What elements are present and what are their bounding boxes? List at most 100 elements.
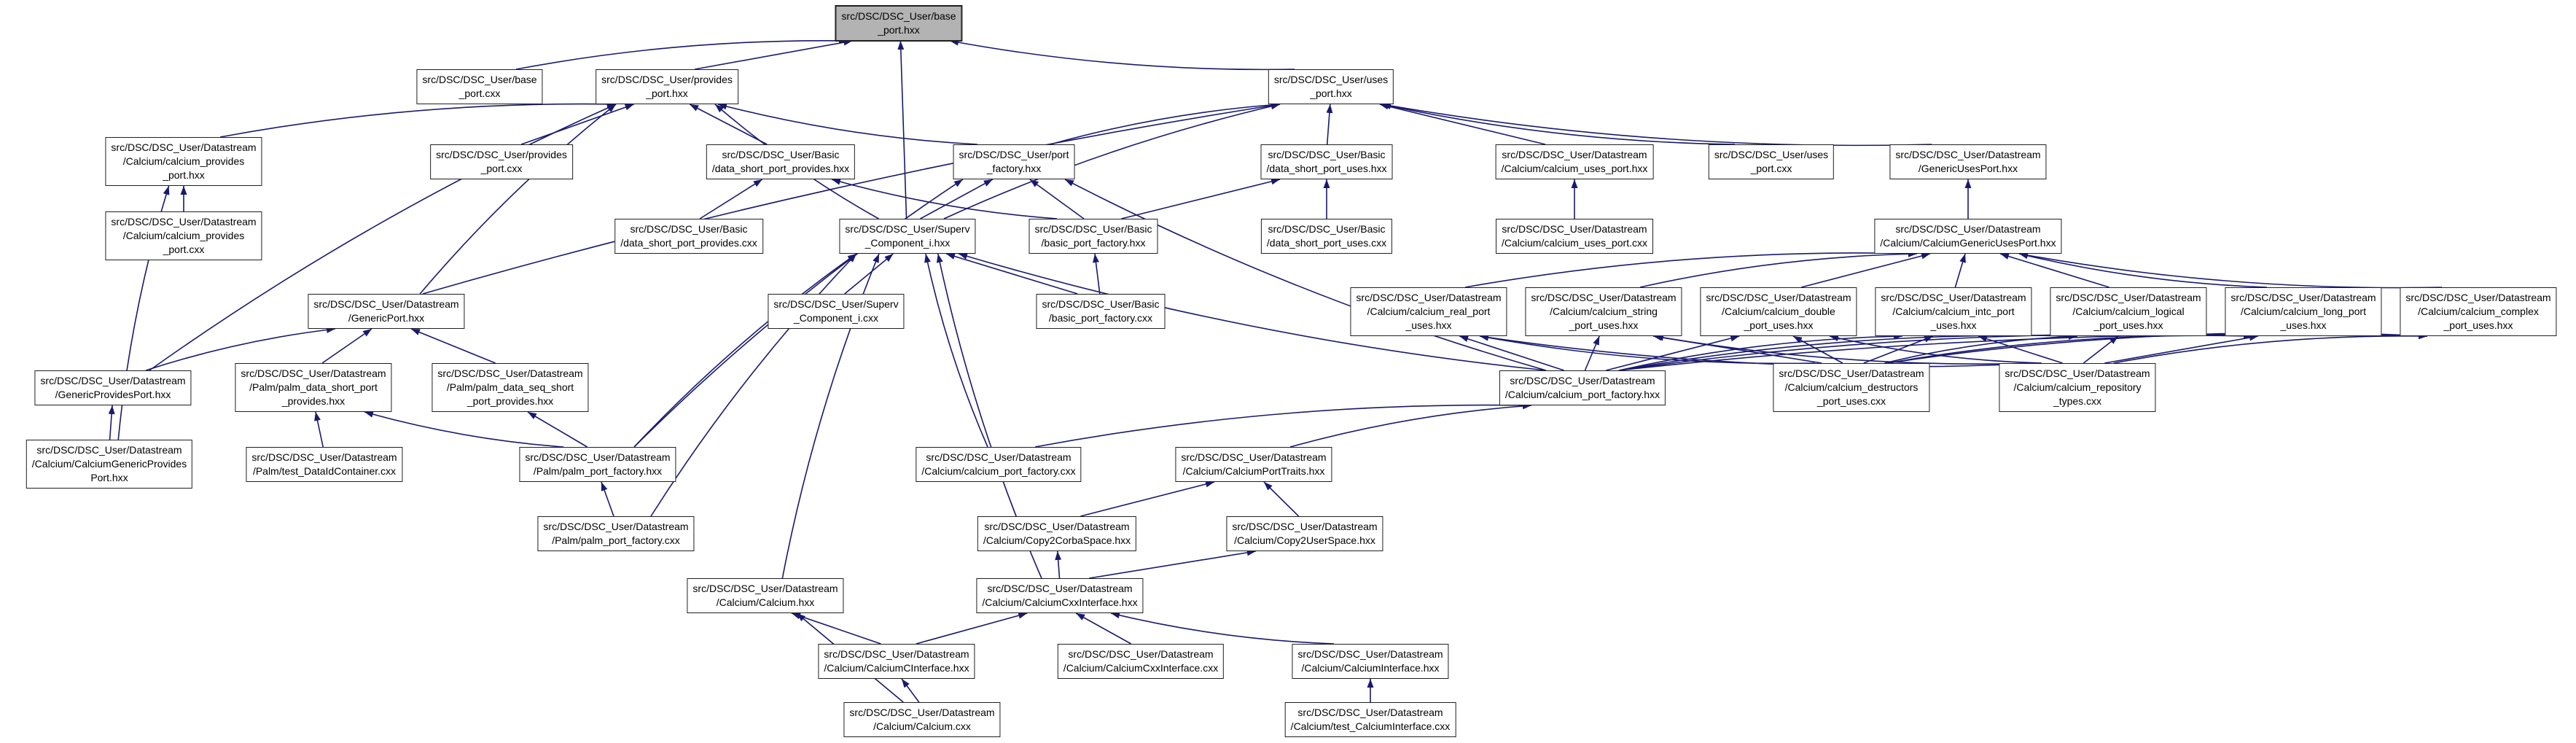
graph-node-label-line: src/DSC/DSC_User/Basic (1034, 223, 1152, 235)
graph-node-label-line: src/DSC/DSC_User/Datastream (849, 707, 995, 718)
graph-node-calcium-double-port-uses-hxx[interactable]: src/DSC/DSC_User/Datastream/Calcium/calc… (1700, 287, 1857, 336)
graph-node-label-line: _types.cxx (2053, 395, 2102, 407)
graph-node-calcium-intc-port-uses-hxx[interactable]: src/DSC/DSC_User/Datastream/Calcium/calc… (1875, 287, 2032, 336)
graph-edge (924, 253, 988, 448)
graph-node-port-factory-hxx[interactable]: src/DSC/DSC_User/port_factory.hxx (953, 144, 1075, 179)
graph-edge (1064, 179, 1547, 371)
graph-node-calcium-port-factory-hxx[interactable]: src/DSC/DSC_User/Datastream/Calcium/calc… (1499, 370, 1666, 405)
graph-node-label-line: /Calcium/calcium_port_factory.cxx (921, 465, 1076, 477)
graph-node-uses-port-hxx[interactable]: src/DSC/DSC_User/uses_port.hxx (1268, 69, 1394, 104)
graph-node-generic-port-hxx[interactable]: src/DSC/DSC_User/Datastream/GenericPort.… (308, 294, 465, 329)
graph-node-label-line: /Calcium/Copy2UserSpace.hxx (1234, 534, 1375, 546)
graph-node-label-line: src/DSC/DSC_User/Datastream (1502, 149, 1647, 160)
graph-node-data-short-port-uses-cxx[interactable]: src/DSC/DSC_User/Basic/data_short_port_u… (1260, 219, 1393, 254)
graph-node-test-dataidcontainer-cxx[interactable]: src/DSC/DSC_User/Datastream/Palm/test_Da… (246, 447, 403, 482)
graph-node-label-line: src/DSC/DSC_User/Basic (1268, 223, 1386, 235)
graph-node-provides-port-hxx[interactable]: src/DSC/DSC_User/provides_port.hxx (596, 69, 738, 104)
graph-node-label-line: /Calcium/calcium_string (1550, 306, 1658, 317)
graph-node-label-line: src/DSC/DSC_User/Datastream (1510, 375, 1655, 386)
graph-node-generic-provides-port-hxx[interactable]: src/DSC/DSC_User/Datastream/GenericProvi… (34, 370, 192, 405)
graph-node-test-calcium-interface-cxx[interactable]: src/DSC/DSC_User/Datastream/Calcium/test… (1284, 702, 1456, 737)
graph-node-calcium-string-port-uses-hxx[interactable]: src/DSC/DSC_User/Datastream/Calcium/calc… (1525, 287, 1682, 336)
graph-edge (1263, 481, 1300, 517)
graph-node-calcium-generic-provides-port-hxx[interactable]: src/DSC/DSC_User/Datastream/Calcium/Calc… (26, 440, 193, 489)
graph-node-calcium-repository-types-cxx[interactable]: src/DSC/DSC_User/Datastream/Calcium/calc… (1999, 363, 2156, 412)
graph-node-calcium-cxx-interface-cxx[interactable]: src/DSC/DSC_User/Datastream/Calcium/Calc… (1057, 644, 1225, 679)
graph-node-basic-port-factory-hxx[interactable]: src/DSC/DSC_User/Basic/basic_port_factor… (1029, 219, 1158, 254)
graph-node-copy2userspace-hxx[interactable]: src/DSC/DSC_User/Datastream/Calcium/Copy… (1226, 516, 1383, 551)
graph-node-label-line: /data_short_port_provides.cxx (620, 237, 757, 249)
graph-node-label-line: _uses.hxx (1405, 319, 1452, 331)
graph-node-calcium-interface-hxx[interactable]: src/DSC/DSC_User/Datastream/Calcium/Calc… (1292, 644, 1449, 679)
graph-node-calcium-cxx[interactable]: src/DSC/DSC_User/Datastream/Calcium/Calc… (843, 702, 1001, 737)
graph-edge (920, 179, 994, 219)
graph-node-calcium-provides-port-hxx[interactable]: src/DSC/DSC_User/Datastream/Calcium/calc… (105, 137, 262, 186)
graph-node-calcium-hxx[interactable]: src/DSC/DSC_User/Datastream/Calcium/Calc… (687, 578, 844, 613)
graph-node-calcium-port-factory-cxx[interactable]: src/DSC/DSC_User/Datastream/Calcium/calc… (916, 447, 1082, 482)
graph-edge (831, 178, 1058, 219)
graph-node-calcium-cxx-interface-hxx[interactable]: src/DSC/DSC_User/Datastream/Calcium/Calc… (976, 578, 1144, 613)
graph-edge (1121, 178, 1281, 219)
graph-node-basic-port-factory-cxx[interactable]: src/DSC/DSC_User/Basic/basic_port_factor… (1036, 294, 1166, 329)
graph-node-label-line: /data_short_port_uses.hxx (1266, 163, 1387, 174)
graph-node-label-line: src/DSC/DSC_User/Datastream (2056, 292, 2201, 303)
graph-node-palm-data-seq-short-port-provides-hxx[interactable]: src/DSC/DSC_User/Datastream/Palm/palm_da… (432, 363, 589, 412)
graph-node-label-line: src/DSC/DSC_User/Basic (1042, 298, 1160, 310)
graph-node-data-short-port-provides-hxx[interactable]: src/DSC/DSC_User/Basic/data_short_port_p… (706, 144, 856, 179)
graph-node-calcium-generic-uses-port-hxx[interactable]: src/DSC/DSC_User/Datastream/Calcium/Calc… (1874, 219, 2062, 254)
graph-node-calcium-long-port-uses-hxx[interactable]: src/DSC/DSC_User/Datastream/Calcium/calc… (2225, 287, 2382, 336)
graph-node-label-line: /Calcium/CalciumGenericUsesPort.hxx (1880, 237, 2056, 249)
graph-node-calcium-logical-port-uses-hxx[interactable]: src/DSC/DSC_User/Datastream/Calcium/calc… (2050, 287, 2207, 336)
graph-node-copy2corbaspace-hxx[interactable]: src/DSC/DSC_User/Datastream/Calcium/Copy… (977, 516, 1137, 551)
graph-node-label-line: /Calcium/calcium_repository (2013, 381, 2142, 393)
graph-node-calcium-real-port-uses-hxx[interactable]: src/DSC/DSC_User/Datastream/Calcium/calc… (1350, 287, 1507, 336)
graph-edge (149, 104, 617, 371)
graph-node-data-short-port-provides-cxx[interactable]: src/DSC/DSC_User/Basic/data_short_port_p… (614, 219, 763, 254)
graph-node-label-line: src/DSC/DSC_User/Datastream (525, 451, 671, 463)
graph-node-label-line: src/DSC/DSC_User/Datastream (111, 141, 257, 153)
graph-node-palm-data-short-port-provides-hxx[interactable]: src/DSC/DSC_User/Datastream/Palm/palm_da… (235, 363, 392, 412)
graph-node-label-line: /Calcium/CalciumGenericProvides (31, 458, 187, 470)
graph-edge (791, 612, 881, 645)
graph-node-base-port-cxx[interactable]: src/DSC/DSC_User/base_port.cxx (416, 69, 543, 104)
graph-node-label-line: /Palm/palm_port_factory.cxx (552, 534, 680, 546)
graph-node-calcium-uses-port-cxx[interactable]: src/DSC/DSC_User/Datastream/Calcium/calc… (1496, 219, 1653, 254)
graph-node-uses-port-cxx[interactable]: src/DSC/DSC_User/uses_port.cxx (1708, 144, 1835, 179)
graph-edge (2083, 335, 2119, 364)
graph-node-label-line: /Calcium/CalciumCInterface.hxx (824, 662, 969, 674)
graph-node-calcium-uses-port-hxx[interactable]: src/DSC/DSC_User/Datastream/Calcium/calc… (1495, 144, 1654, 179)
graph-node-label-line: _port.hxx (163, 169, 205, 181)
graph-node-label-line: _provides.hxx (281, 395, 346, 407)
graph-node-label-line: /Calcium/calcium_port_factory.hxx (1504, 389, 1660, 400)
graph-node-calcium-provides-port-cxx[interactable]: src/DSC/DSC_User/Datastream/Calcium/calc… (105, 211, 262, 260)
graph-edge (601, 481, 614, 517)
graph-node-label-line: _port.cxx (163, 244, 205, 255)
graph-node-palm-port-factory-cxx[interactable]: src/DSC/DSC_User/Datastream/Palm/palm_po… (537, 516, 695, 551)
graph-node-generic-uses-port-hxx[interactable]: src/DSC/DSC_User/Datastream/GenericUsesP… (1889, 144, 2047, 179)
graph-node-calcium-complex-port-uses-hxx[interactable]: src/DSC/DSC_User/Datastream/Calcium/calc… (2400, 287, 2557, 336)
graph-node-calcium-destructors-port-uses-cxx[interactable]: src/DSC/DSC_User/Datastream/Calcium/calc… (1773, 363, 1930, 412)
graph-node-superv-component-i-hxx[interactable]: src/DSC/DSC_User/Superv_Component_i.hxx (839, 219, 976, 254)
graph-edge (364, 411, 564, 448)
graph-edge (1089, 549, 1256, 579)
graph-node-calcium-c-interface-hxx[interactable]: src/DSC/DSC_User/Datastream/Calcium/Calc… (818, 644, 975, 679)
graph-node-palm-port-factory-hxx[interactable]: src/DSC/DSC_User/Datastream/Palm/palm_po… (519, 447, 676, 482)
graph-node-provides-port-cxx[interactable]: src/DSC/DSC_User/provides_port.cxx (430, 144, 573, 179)
graph-node-label-line: src/DSC/DSC_User/Superv (773, 298, 899, 310)
graph-node-label-line: /Calcium/calcium_provides (122, 155, 245, 167)
graph-node-superv-component-i-cxx[interactable]: src/DSC/DSC_User/Superv_Component_i.cxx (768, 294, 905, 329)
graph-node-label-line: src/DSC/DSC_User/Datastream (1232, 521, 1378, 532)
graph-edge (1584, 335, 1600, 371)
graph-node-label-line: _uses.hxx (2280, 319, 2327, 331)
graph-node-label-line: src/DSC/DSC_User/Datastream (543, 521, 689, 532)
graph-node-label-line: /Calcium/calcium_logical (2072, 306, 2185, 317)
graph-edge (695, 39, 853, 70)
graph-node-label-line: src/DSC/DSC_User/Datastream (241, 367, 386, 379)
graph-node-calcium-port-traits-hxx[interactable]: src/DSC/DSC_User/Datastream/Calcium/Calc… (1175, 447, 1332, 482)
graph-edge (699, 179, 763, 219)
graph-edge (1792, 335, 1843, 364)
graph-node-data-short-port-uses-hxx[interactable]: src/DSC/DSC_User/Basic/data_short_port_u… (1260, 144, 1393, 179)
graph-node-label-line: src/DSC/DSC_User/Datastream (2005, 367, 2150, 379)
graph-node-label-line: /Calcium/CalciumInterface.hxx (1301, 662, 1440, 674)
